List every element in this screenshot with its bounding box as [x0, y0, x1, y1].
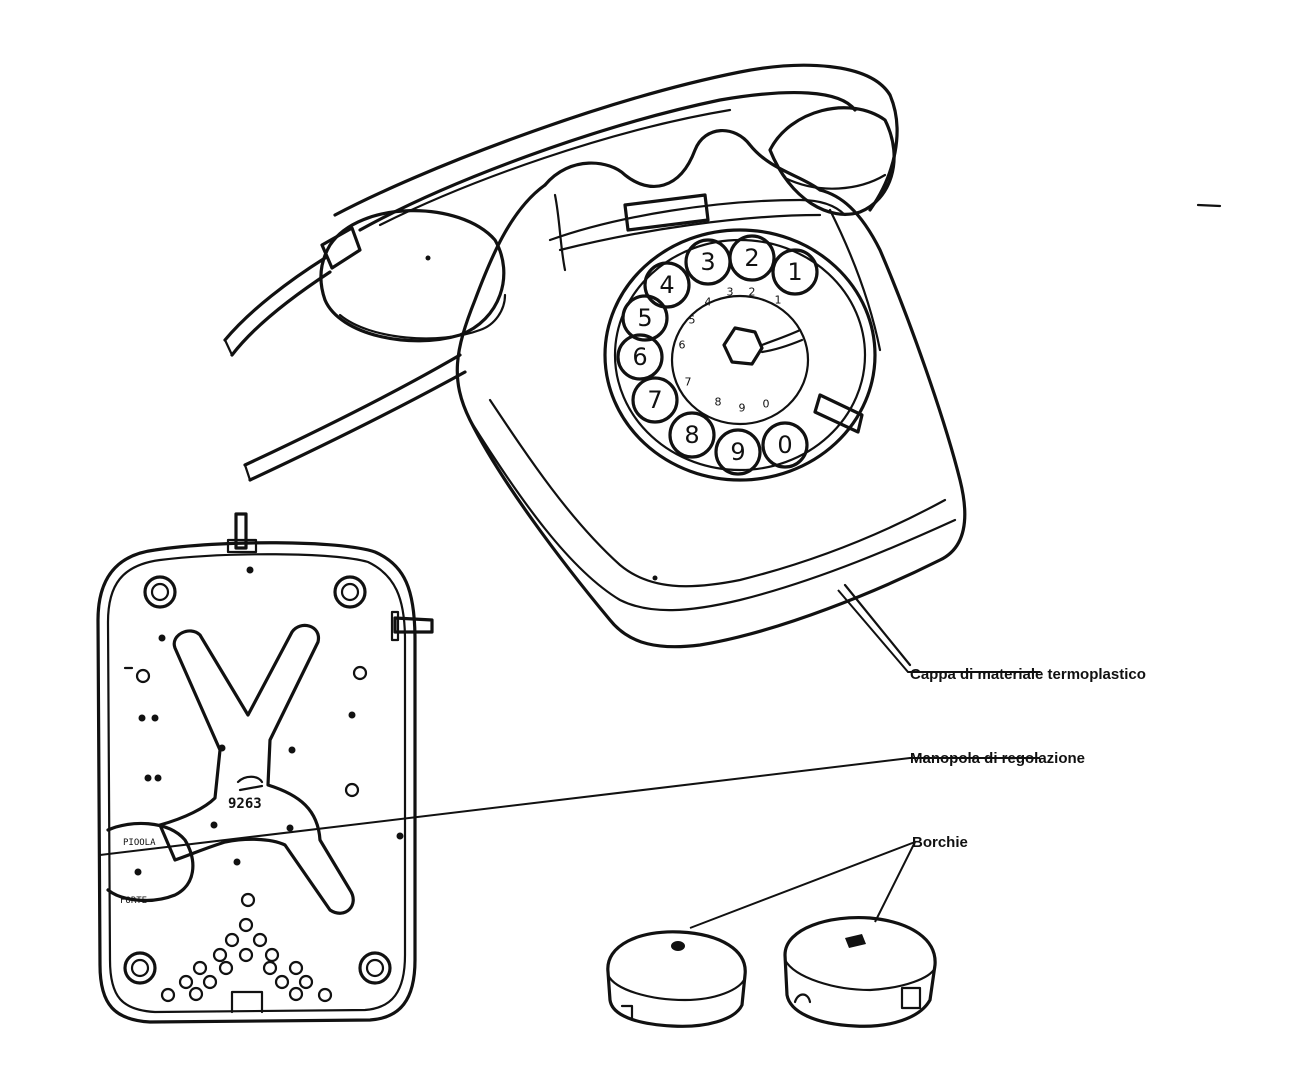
finger-hole-4: 4 [643, 261, 691, 309]
base-plate-holes [134, 566, 404, 1003]
inner-digit: 4 [705, 296, 712, 309]
finger-hole-7: 7 [631, 376, 679, 424]
telephone-body [243, 129, 967, 667]
telephone: 1 2 3 4 5 6 7 8 9 0 1 2 3 4 5 6 7 8 9 0 [223, 63, 967, 667]
label-cappa: Cappa di materiale termoplastico [910, 666, 1146, 683]
inner-digit: 2 [749, 286, 756, 299]
dial-digit: 1 [787, 258, 802, 286]
finger-hole-8: 8 [668, 411, 716, 459]
inner-digit: 3 [727, 286, 734, 299]
inner-digit: 8 [715, 396, 722, 409]
dial-digit: 0 [777, 431, 792, 459]
finger-hole-9: 9 [714, 428, 762, 476]
finger-hole-0: 0 [761, 421, 809, 469]
leader-borchie [689, 841, 916, 929]
handset [223, 63, 899, 357]
leader-manopola [99, 757, 1040, 856]
dial-digit: 6 [632, 343, 647, 371]
leader-cappa [837, 589, 1040, 673]
leader-lines [99, 589, 1040, 929]
finger-hole-3: 3 [684, 238, 732, 286]
finger-hole-6: 6 [616, 333, 664, 381]
dial-digit: 4 [659, 271, 674, 299]
knob-marking-bottom: FORTE [120, 896, 147, 906]
dial-digit: 3 [700, 248, 715, 276]
inner-digit: 5 [689, 314, 696, 327]
base-plate: PIOOLA FORTE 9263 [96, 512, 434, 1024]
label-borchie: Borchie [912, 834, 968, 851]
dial-digit: 2 [744, 244, 759, 272]
finger-hole-5: 5 [621, 294, 669, 342]
inner-digit: 1 [775, 294, 782, 307]
model-number: 9263 [228, 796, 262, 812]
scan-mark [1196, 203, 1222, 208]
borchie-right-cap [783, 915, 937, 1028]
inner-digit: 6 [679, 339, 686, 352]
rotary-dial: 1 2 3 4 5 6 7 8 9 0 1 2 3 4 5 6 7 8 9 0 [603, 228, 877, 482]
knob-marking-top: PIOOLA [123, 838, 156, 848]
dial-digit: 9 [730, 438, 745, 466]
finger-hole-1: 1 [771, 248, 819, 296]
label-manopola: Manopola di regolazione [910, 750, 1085, 767]
borchie-left-cap [606, 930, 747, 1028]
dial-digit: 5 [637, 304, 652, 332]
inner-digit: 0 [763, 398, 770, 411]
dial-digit: 8 [684, 421, 699, 449]
dial-digit: 7 [647, 386, 662, 414]
inner-digit: 9 [739, 402, 746, 415]
dial-inner-numbers: 1 2 3 4 5 6 7 8 9 0 [679, 286, 782, 415]
finger-hole-2: 2 [728, 234, 776, 282]
inner-digit: 7 [685, 376, 692, 389]
